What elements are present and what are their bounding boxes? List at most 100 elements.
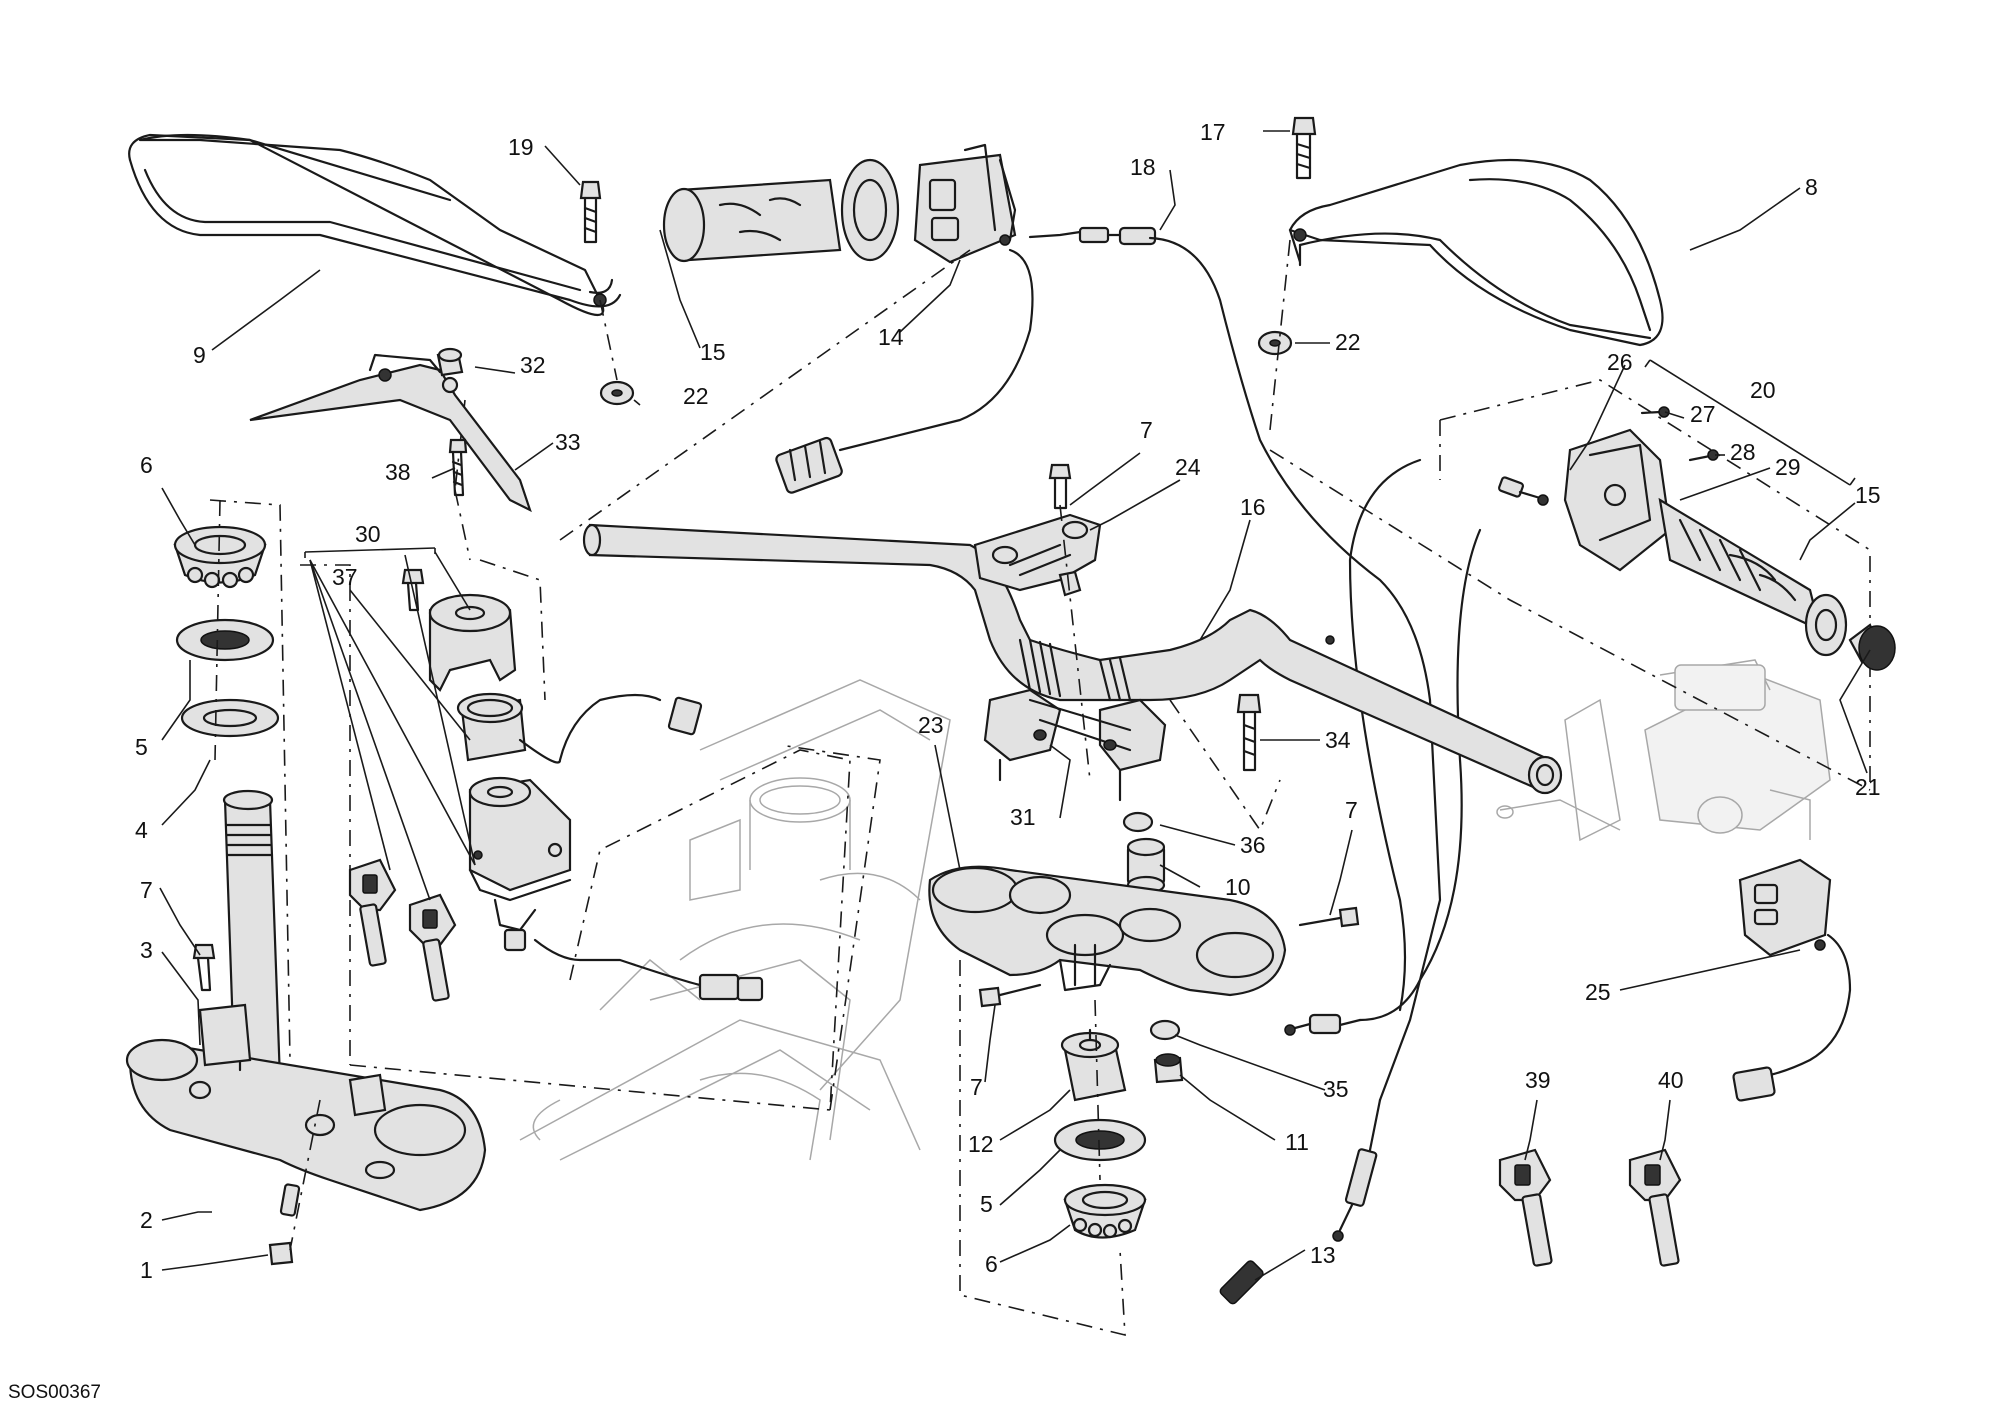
callout-3: 3 <box>140 937 153 963</box>
callout-40: 40 <box>1658 1067 1684 1093</box>
callout-6-upper: 6 <box>140 452 153 478</box>
callout-12: 12 <box>968 1131 994 1157</box>
key-a <box>348 858 397 967</box>
dust-seal-lower <box>1053 1118 1147 1162</box>
callout-16: 16 <box>1240 494 1266 520</box>
lower-clamp-31 <box>983 688 1167 802</box>
leader-lines <box>159 130 1871 1281</box>
callout-5-upper: 5 <box>135 734 148 760</box>
callout-7-clamp: 7 <box>1140 417 1153 443</box>
dust-seal-upper <box>175 618 275 662</box>
callout-32: 32 <box>520 352 546 378</box>
axis-right-assembly <box>1269 449 1871 791</box>
axis-riser <box>1169 699 1281 832</box>
key-40 <box>1628 1148 1682 1267</box>
axis-grub <box>289 1099 321 1251</box>
rubber-bush-10 <box>1126 837 1166 895</box>
callout-15-right: 15 <box>1855 482 1881 508</box>
callout-6-lower: 6 <box>985 1251 998 1277</box>
stem-nut-12 <box>1060 1028 1127 1102</box>
callout-26: 26 <box>1607 349 1633 375</box>
axis-stem-lower <box>959 960 1126 1337</box>
bracket-33 <box>249 353 532 513</box>
axis-mirror-left <box>599 299 618 381</box>
bolt-34 <box>1236 693 1262 772</box>
master-cylinder-ghost <box>1496 659 1831 842</box>
drawing-code: SOS00367 <box>8 1382 101 1403</box>
box-mount <box>479 559 546 701</box>
axis-left-switch <box>559 249 971 541</box>
axis-clamp <box>1059 504 1091 781</box>
callout-23: 23 <box>918 712 944 738</box>
clamp-bolt <box>1048 463 1072 510</box>
callout-33: 33 <box>555 429 581 455</box>
callout-1: 1 <box>140 1257 153 1283</box>
key-39 <box>1498 1148 1553 1267</box>
throttle-assembly <box>1498 406 1848 657</box>
washer-35 <box>1149 1019 1181 1041</box>
washer-4 <box>180 698 280 738</box>
callout-4: 4 <box>135 817 148 843</box>
callout-15-left: 15 <box>700 339 726 365</box>
ignition-switch <box>468 776 572 952</box>
callout-8: 8 <box>1805 174 1818 200</box>
box-ignition <box>349 744 881 1111</box>
cap-32 <box>436 347 464 377</box>
callout-7-stem: 7 <box>140 877 153 903</box>
callout-9: 9 <box>193 342 206 368</box>
ignition-screw <box>401 568 425 612</box>
nut-1 <box>268 1241 294 1266</box>
callout-labels: 1 2 3 4 5 5 6 6 7 7 7 7 8 9 10 11 12 13 … <box>8 119 1881 1403</box>
mirror-bolt-left <box>579 180 602 244</box>
callout-25: 25 <box>1585 979 1611 1005</box>
callout-34: 34 <box>1325 727 1351 753</box>
throttle-cable-top <box>1028 226 1442 1242</box>
ignition-ring <box>456 692 527 762</box>
handlebar <box>582 523 1563 795</box>
group-20-bracket <box>1644 359 1856 486</box>
callout-20: 20 <box>1750 377 1776 403</box>
left-switch-housing <box>913 143 1017 264</box>
callout-22-right: 22 <box>1335 329 1361 355</box>
callout-35: 35 <box>1323 1076 1349 1102</box>
cable-end-13 <box>1219 1260 1264 1305</box>
grub-screw-2 <box>279 1183 301 1217</box>
callout-30: 30 <box>355 521 381 547</box>
left-mirror <box>128 133 622 316</box>
callout-21: 21 <box>1855 774 1881 800</box>
ignition-wires <box>518 693 764 1002</box>
group-30-bracket <box>304 547 476 901</box>
right-switch-housing <box>1732 858 1852 1102</box>
pinch-bolt-upper <box>978 906 1360 1008</box>
upper-triple-clamp <box>928 865 1287 997</box>
frame-ghost-outline <box>519 679 951 1161</box>
nut-11 <box>1153 1053 1184 1084</box>
right-mirror <box>1288 158 1664 347</box>
axis-stem-upper <box>209 499 291 1061</box>
left-grip <box>662 158 900 263</box>
callout-17: 17 <box>1200 119 1226 145</box>
washer-36 <box>1122 811 1154 833</box>
callout-14: 14 <box>878 324 904 350</box>
callout-39: 39 <box>1525 1067 1551 1093</box>
box-right-assembly <box>1439 379 1871 790</box>
bearing-lower <box>1063 1183 1147 1239</box>
callout-36: 36 <box>1240 832 1266 858</box>
axis-mirror-right <box>1269 239 1291 431</box>
callout-19: 19 <box>508 134 534 160</box>
callout-37: 37 <box>332 564 358 590</box>
ignition-cover <box>428 593 517 692</box>
callout-28: 28 <box>1730 439 1756 465</box>
callout-18: 18 <box>1130 154 1156 180</box>
callout-11: 11 <box>1285 1129 1309 1155</box>
callout-38: 38 <box>385 459 411 485</box>
left-switch-wire <box>775 248 1034 494</box>
callout-24: 24 <box>1175 454 1201 480</box>
callout-10: 10 <box>1225 874 1251 900</box>
callout-29: 29 <box>1775 454 1801 480</box>
bearing-upper <box>173 525 267 589</box>
callout-13: 13 <box>1310 1242 1336 1268</box>
callout-31: 31 <box>1010 804 1036 830</box>
lower-triple-clamp <box>125 1003 487 1212</box>
